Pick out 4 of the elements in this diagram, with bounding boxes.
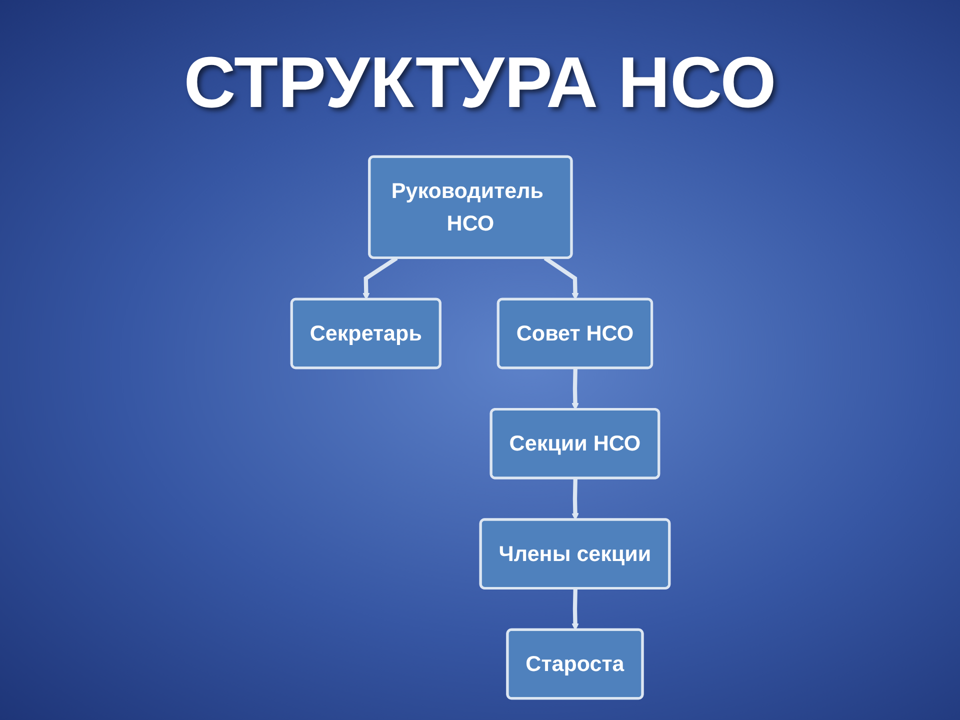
arrow — [571, 478, 578, 520]
title: СТРУКТУРА НСО — [182, 42, 778, 125]
arrow — [571, 368, 578, 410]
arrow — [571, 588, 578, 630]
